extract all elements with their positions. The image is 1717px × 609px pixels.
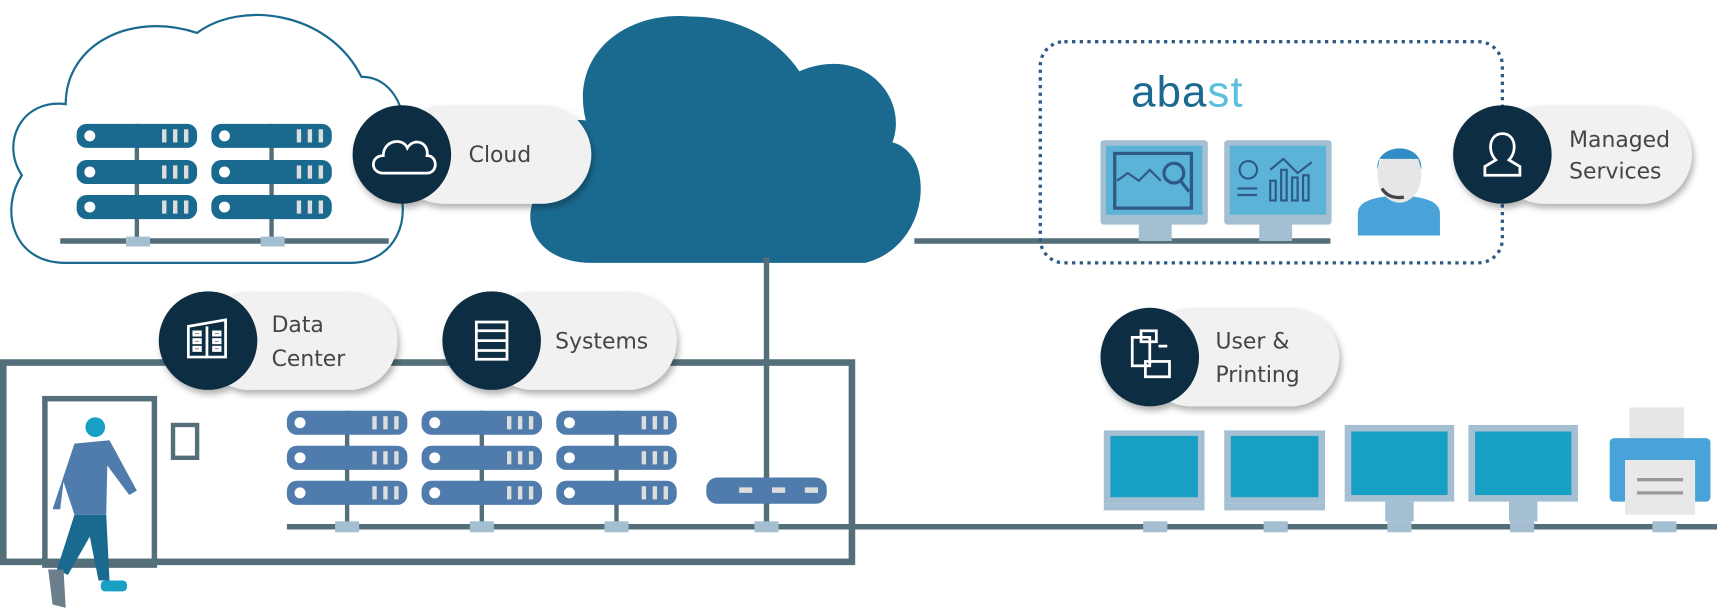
cloud-servers	[76, 123, 332, 239]
user-icon	[1483, 132, 1522, 177]
printer-documents-icon	[1130, 329, 1171, 379]
datacenter-pill[interactable]: Data Center	[158, 291, 398, 390]
systems-label: Systems	[555, 329, 648, 354]
workstation-monitors	[1103, 424, 1578, 522]
network-switch	[706, 477, 827, 504]
private-cloud-outline	[10, 13, 407, 264]
printer-icon	[1609, 407, 1711, 515]
network-connectors	[335, 521, 1677, 533]
support-agent-icon	[1357, 147, 1440, 236]
abast-logo: abast	[1131, 67, 1244, 116]
building-outline	[0, 359, 856, 566]
server-list-icon	[474, 320, 509, 361]
managed-services-pill[interactable]: Managed Services	[1453, 105, 1692, 204]
datacenter-servers	[286, 410, 827, 526]
systems-pill[interactable]: Systems	[442, 291, 677, 390]
datacenter-label-line2: Center	[272, 347, 346, 372]
managed-label-line2: Services	[1569, 160, 1661, 185]
printing-label-line1: User &	[1215, 329, 1289, 354]
internet-cloud	[530, 16, 921, 263]
datacenter-label-line1: Data	[272, 313, 324, 338]
cloud-icon	[372, 140, 437, 175]
monitor-dashboard-icon	[1224, 140, 1332, 241]
person-walking-figure	[48, 417, 137, 608]
printing-label-line2: Printing	[1215, 363, 1299, 388]
cloud-pill[interactable]: Cloud	[352, 105, 592, 204]
user-printing-pill[interactable]: User & Printing	[1100, 307, 1340, 407]
monitor-analytics-icon	[1100, 140, 1208, 241]
door-panel	[170, 422, 200, 460]
server-rack-icon	[186, 318, 227, 359]
managed-label-line1: Managed	[1569, 128, 1670, 153]
cloud-label: Cloud	[469, 143, 532, 168]
